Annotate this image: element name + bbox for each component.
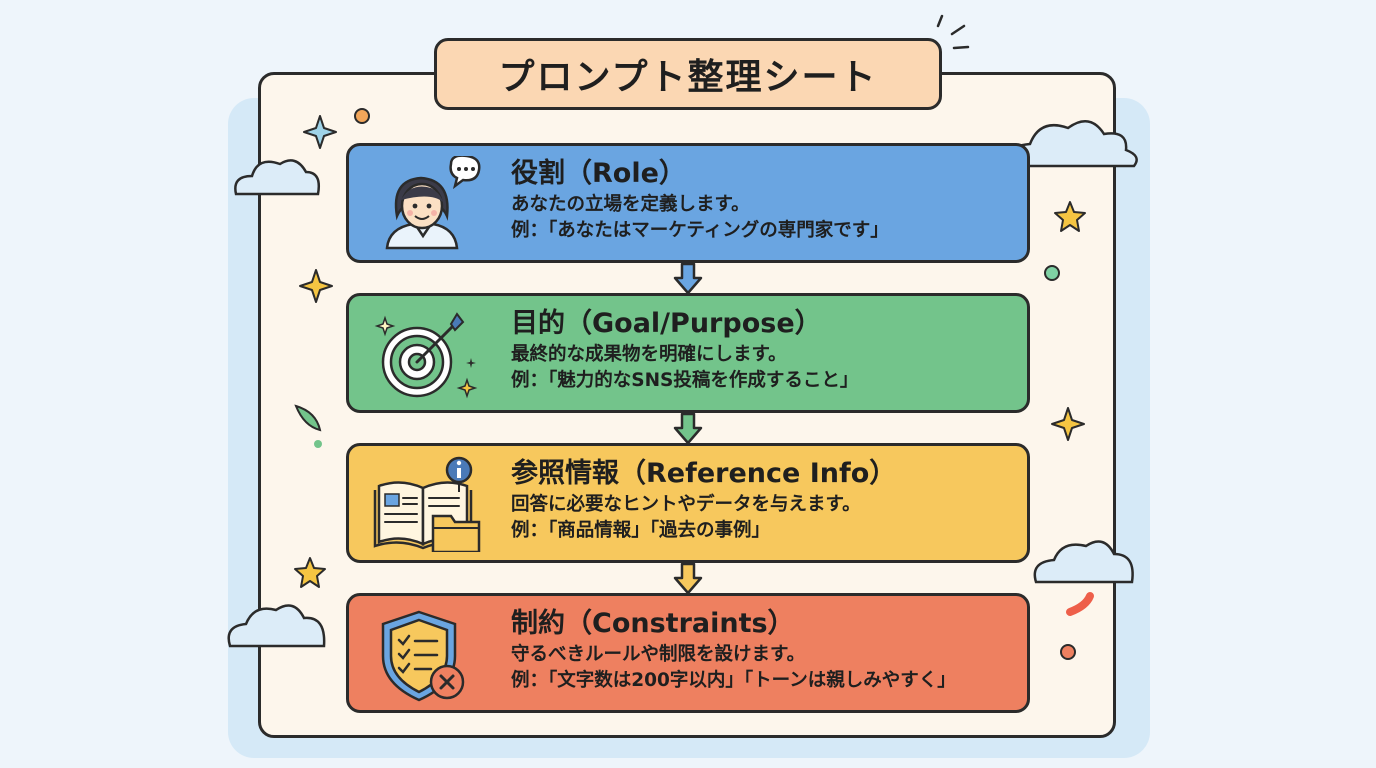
dot-icon bbox=[1044, 265, 1060, 281]
sparkle-lines-icon bbox=[936, 14, 970, 50]
cloud-icon bbox=[234, 159, 320, 196]
target-arrow-icon bbox=[374, 312, 478, 399]
constraints-text: 制約（Constraints） 守るべきルールや制限を設けます。 例：「文字数は… bbox=[511, 606, 1011, 694]
swoosh-icon bbox=[1066, 592, 1094, 616]
reference-heading: 参照情報（Reference Info） bbox=[511, 458, 897, 489]
goal-heading: 目的（Goal/Purpose） bbox=[511, 308, 822, 339]
title-box: プロンプト整理シート bbox=[434, 38, 942, 110]
book-folder-info-icon bbox=[373, 456, 481, 552]
role-card: 役割（Role） あなたの立場を定義します。 例：「あなたはマーケティングの専門… bbox=[346, 143, 1030, 263]
constraints-heading: 制約（Constraints） bbox=[511, 608, 795, 639]
star-icon bbox=[299, 269, 333, 303]
cloud-icon bbox=[1033, 540, 1134, 584]
star-icon bbox=[294, 557, 326, 588]
reference-example: 例：「商品情報」「過去の事例」 bbox=[511, 520, 771, 541]
reference-card: 参照情報（Reference Info） 回答に必要なヒントやデータを与えます。… bbox=[346, 443, 1030, 563]
star-icon bbox=[1051, 407, 1085, 441]
shield-checklist-icon bbox=[381, 610, 465, 702]
goal-example: 例：「魅力的なSNS投稿を作成すること」 bbox=[511, 370, 859, 391]
down-arrow-icon bbox=[673, 562, 703, 595]
sparkle-icon bbox=[303, 115, 337, 149]
down-arrow-icon bbox=[673, 412, 703, 445]
constraints-description: 守るべきルールや制限を設けます。 bbox=[511, 644, 806, 665]
person-speech-icon bbox=[385, 156, 481, 250]
star-icon bbox=[1054, 201, 1086, 232]
cloud-icon bbox=[227, 604, 326, 648]
role-heading: 役割（Role） bbox=[511, 158, 686, 189]
constraints-card: 制約（Constraints） 守るべきルールや制限を設けます。 例：「文字数は… bbox=[346, 593, 1030, 713]
cloud-icon bbox=[1007, 120, 1138, 168]
goal-description: 最終的な成果物を明確にします。 bbox=[511, 344, 787, 365]
goal-text: 目的（Goal/Purpose） 最終的な成果物を明確にします。 例：「魅力的な… bbox=[511, 306, 1011, 394]
role-text: 役割（Role） あなたの立場を定義します。 例：「あなたはマーケティングの専門… bbox=[511, 156, 1011, 244]
dot-icon bbox=[354, 108, 370, 124]
constraints-example: 例：「文字数は200字以内」「トーンは親しみやすく」 bbox=[511, 670, 956, 691]
goal-card: 目的（Goal/Purpose） 最終的な成果物を明確にします。 例：「魅力的な… bbox=[346, 293, 1030, 413]
reference-text: 参照情報（Reference Info） 回答に必要なヒントやデータを与えます。… bbox=[511, 456, 1011, 544]
role-description: あなたの立場を定義します。 bbox=[511, 194, 750, 215]
dot-icon bbox=[1060, 644, 1076, 660]
page-title: プロンプト整理シート bbox=[498, 57, 878, 98]
reference-description: 回答に必要なヒントやデータを与えます。 bbox=[511, 494, 861, 515]
leaf-icon bbox=[294, 404, 322, 432]
role-example: 例：「あなたはマーケティングの専門家です」 bbox=[511, 220, 889, 241]
dot-icon bbox=[314, 440, 322, 448]
down-arrow-icon bbox=[673, 262, 703, 295]
